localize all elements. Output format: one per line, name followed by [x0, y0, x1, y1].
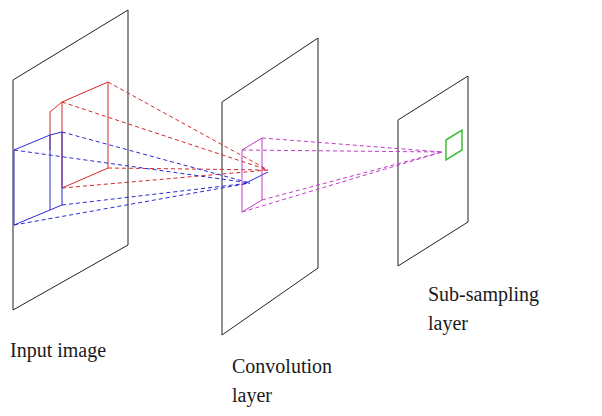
input-plane	[13, 10, 128, 310]
red-projection-lines	[62, 82, 268, 188]
layer-label: Sub-sampling layer	[428, 280, 568, 338]
layer-label: Input image	[10, 336, 180, 365]
blue-receptive-box	[14, 132, 62, 225]
red-receptive-box	[50, 82, 108, 188]
subsampling-plane	[398, 76, 468, 266]
magenta-receptive-box	[242, 138, 262, 212]
magenta-projection-lines	[242, 138, 442, 212]
blue-point	[246, 172, 268, 183]
convolution-plane	[222, 38, 318, 335]
layer-label: Convolution layer	[232, 352, 360, 410]
blue-projection-lines	[14, 132, 250, 225]
green-unit	[446, 130, 462, 160]
